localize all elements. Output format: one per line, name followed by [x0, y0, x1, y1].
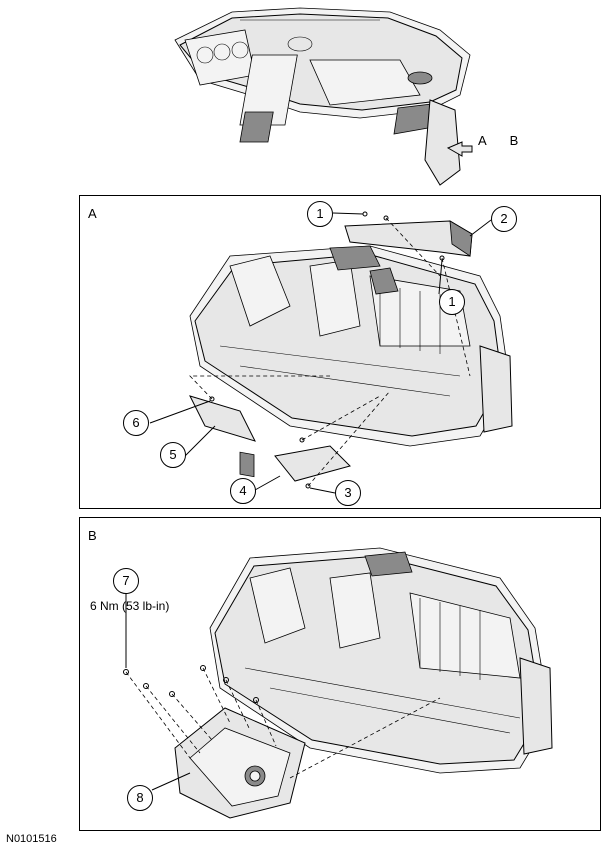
- callout-4: 4: [230, 478, 256, 504]
- panel-b-label: B: [88, 528, 97, 543]
- callout-1-mid: 1: [439, 289, 465, 315]
- detail-panel-a: A: [79, 195, 601, 509]
- panel-a-illustration: [149, 211, 513, 494]
- callout-1-top: 1: [307, 201, 333, 227]
- callout-5: 5: [160, 442, 186, 468]
- callout-2: 2: [491, 206, 517, 232]
- torque-spec: 6 Nm (53 lb-in): [90, 599, 170, 613]
- view-arrow-label: A B: [478, 133, 529, 148]
- panel-a-label: A: [88, 206, 97, 221]
- callout-6: 6: [123, 410, 149, 436]
- figure-id: N0101516: [6, 833, 57, 845]
- overview-dashboard-illustration: [174, 7, 473, 186]
- callout-8: 8: [127, 785, 153, 811]
- detail-panel-b: B 7: [79, 517, 601, 831]
- callout-3: 3: [335, 480, 361, 506]
- panel-b-illustration: [123, 547, 553, 819]
- callout-7: 7: [113, 568, 139, 594]
